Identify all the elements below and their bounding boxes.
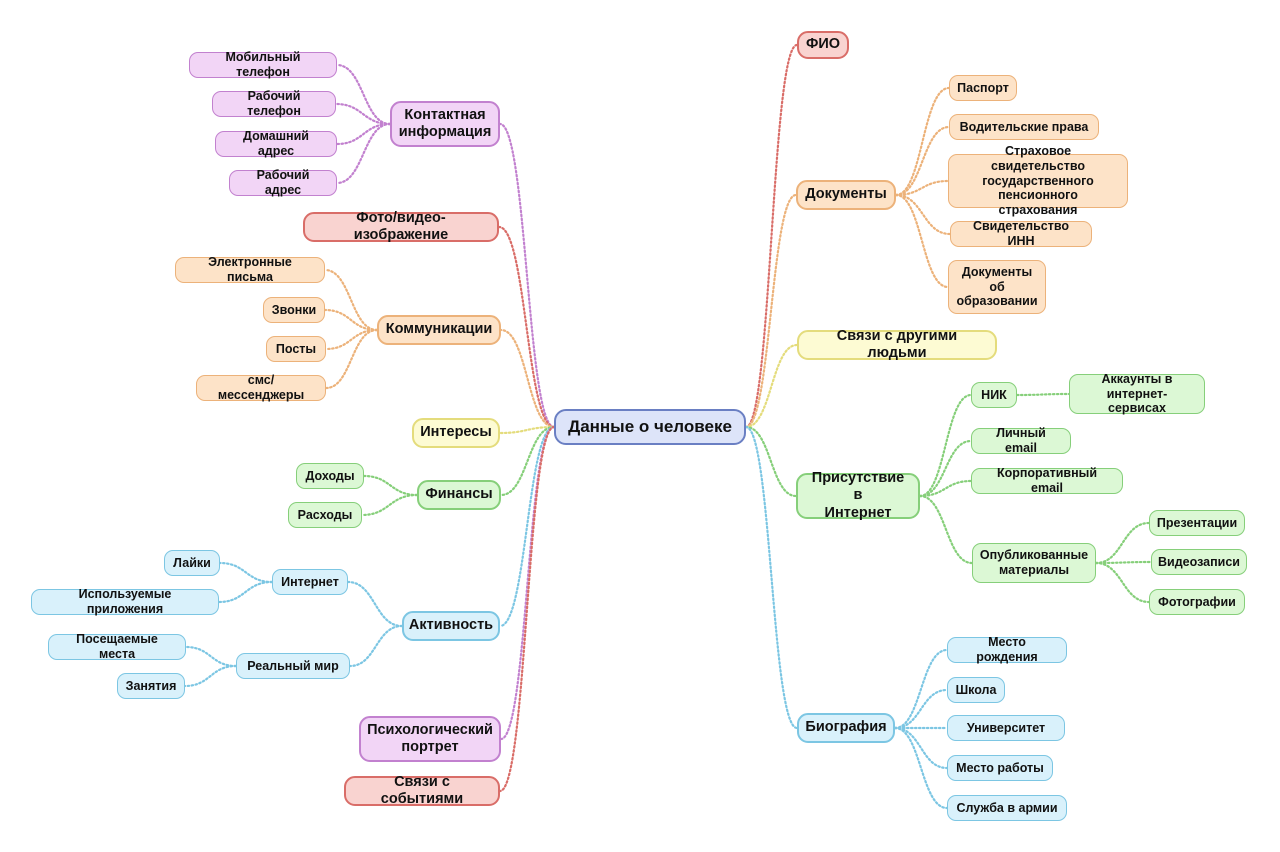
connector-bio-workplace	[893, 726, 949, 770]
connector-root-contact	[498, 122, 556, 429]
node-psych-portrait[interactable]: Психологический портрет	[359, 716, 501, 762]
node-likes[interactable]: Лайки	[164, 550, 220, 576]
node-personal-email[interactable]: Личный email	[971, 426, 1071, 455]
connector-comm-calls	[323, 308, 379, 332]
node-internet-presence[interactable]: Присутствие в Интернет	[796, 470, 920, 521]
connector-internet-likes	[218, 561, 274, 584]
connector-root-bio	[744, 425, 799, 730]
connector-contact-mobile	[335, 63, 392, 126]
connector-contact-work_addr	[335, 122, 392, 185]
node-documents[interactable]: Документы	[796, 180, 896, 210]
connector-root-photo	[497, 225, 556, 429]
connector-root-activity	[498, 425, 556, 628]
node-photos[interactable]: Фотографии	[1149, 589, 1245, 615]
node-passport[interactable]: Паспорт	[949, 75, 1017, 101]
connector-presence-email_personal	[918, 439, 973, 498]
node-expenses[interactable]: Расходы	[288, 502, 362, 528]
node-used-apps[interactable]: Используемые приложения	[31, 587, 219, 616]
node-home-address[interactable]: Домашний адрес	[215, 129, 337, 158]
connector-nick-accounts	[1015, 392, 1071, 397]
connector-real_world-hobbies	[183, 664, 238, 688]
node-full-name[interactable]: ФИО	[797, 31, 849, 59]
connector-contact-home_addr	[335, 122, 392, 146]
connector-root-fio	[744, 43, 799, 429]
node-event-links[interactable]: Связи с событиями	[344, 774, 500, 807]
node-sms-messengers[interactable]: смс/мессенджеры	[196, 373, 326, 402]
node-activity[interactable]: Активность	[402, 611, 500, 641]
node-published-materials[interactable]: Опубликованные материалы	[972, 543, 1096, 583]
node-finance[interactable]: Финансы	[417, 480, 501, 510]
node-mobile-phone[interactable]: Мобильный телефон	[189, 50, 337, 79]
node-visited-places[interactable]: Посещаемые места	[48, 632, 186, 661]
connector-bio-birthplace	[893, 648, 949, 730]
node-work-phone[interactable]: Рабочий телефон	[212, 89, 336, 118]
node-interests[interactable]: Интересы	[412, 418, 500, 448]
node-presentations[interactable]: Презентации	[1149, 510, 1245, 536]
node-biography[interactable]: Биография	[797, 713, 895, 743]
connector-internet-apps	[217, 580, 274, 604]
node-emails[interactable]: Электронные письма	[175, 255, 325, 284]
node-people-links[interactable]: Связи с другими людьми	[797, 328, 997, 361]
node-service-accounts[interactable]: Аккаунты в интернет-сервисах	[1069, 372, 1205, 415]
connector-presence-email_corp	[918, 479, 973, 498]
connector-published-videos	[1094, 560, 1153, 565]
node-birthplace[interactable]: Место рождения	[947, 635, 1067, 664]
connector-contact-work_phone	[334, 102, 392, 126]
node-photo-video[interactable]: Фото/видео-изображение	[303, 210, 499, 243]
node-inn-certificate[interactable]: Свидетельство ИНН	[950, 219, 1092, 248]
connector-root-psych	[499, 425, 556, 741]
node-videos[interactable]: Видеозаписи	[1151, 549, 1247, 575]
node-military-service[interactable]: Служба в армии	[947, 795, 1067, 821]
node-work-address[interactable]: Рабочий адрес	[229, 168, 337, 197]
node-education-docs[interactable]: Документы об образовании	[948, 260, 1046, 314]
connector-root-presence	[744, 425, 798, 498]
node-university[interactable]: Университет	[947, 715, 1065, 741]
node-calls[interactable]: Звонки	[263, 297, 325, 323]
node-corporate-email[interactable]: Корпоративный email	[971, 466, 1123, 495]
root-node[interactable]: Данные о человеке	[554, 409, 746, 445]
connector-root-finance	[499, 425, 556, 497]
connector-real_world-places	[184, 645, 238, 668]
node-workplace[interactable]: Место работы	[947, 755, 1053, 781]
connector-bio-army	[893, 726, 949, 810]
connector-published-photos	[1094, 561, 1151, 604]
connector-comm-sms	[324, 328, 379, 390]
connector-published-presentations	[1094, 521, 1151, 565]
connector-activity-real_world	[348, 624, 404, 668]
connector-docs-license	[894, 125, 951, 197]
connector-docs-passport	[894, 86, 951, 197]
connector-finance-expenses	[360, 493, 419, 517]
connector-finance-income	[362, 474, 419, 497]
connector-root-docs	[744, 193, 798, 429]
node-income[interactable]: Доходы	[296, 463, 364, 489]
connector-root-people	[744, 343, 799, 429]
connector-presence-published	[918, 494, 974, 565]
connector-docs-pension	[894, 179, 950, 197]
connector-root-events	[498, 425, 556, 793]
node-drivers-license[interactable]: Водительские права	[949, 114, 1099, 140]
connector-docs-inn	[894, 193, 952, 236]
connector-bio-school	[893, 688, 949, 730]
node-nickname[interactable]: НИК	[971, 382, 1017, 408]
node-internet[interactable]: Интернет	[272, 569, 348, 595]
connector-root-comm	[499, 328, 556, 429]
node-real-world[interactable]: Реальный мир	[236, 653, 350, 679]
node-pension-certificate[interactable]: Страховое свидетельство государственного…	[948, 144, 1128, 217]
connector-presence-nick	[918, 393, 973, 498]
node-school[interactable]: Школа	[947, 677, 1005, 703]
node-posts[interactable]: Посты	[266, 336, 326, 362]
node-communications[interactable]: Коммуникации	[377, 315, 501, 345]
connector-comm-emails	[323, 268, 379, 332]
connector-docs-edu	[894, 193, 950, 289]
node-hobbies[interactable]: Занятия	[117, 673, 185, 699]
node-contact-info[interactable]: Контактная информация	[390, 101, 500, 147]
connector-activity-internet	[346, 580, 404, 628]
